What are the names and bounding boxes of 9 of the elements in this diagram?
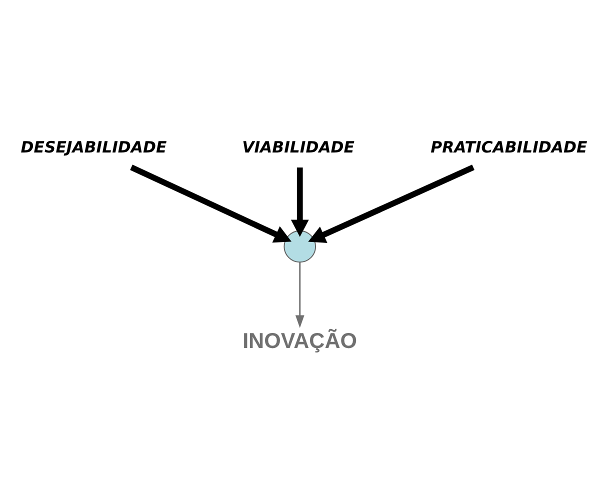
arrow <box>295 262 304 328</box>
arrow <box>308 164 474 243</box>
arrow <box>290 168 309 237</box>
node-text: PRATICABILIDADE <box>430 137 588 156</box>
node-text: INOVAÇÃO <box>242 328 358 353</box>
node-text: DESEJABILIDADE <box>20 137 167 156</box>
node-text: VIABILIDADE <box>242 137 355 156</box>
arrow <box>130 164 292 243</box>
node-circle <box>284 230 316 263</box>
